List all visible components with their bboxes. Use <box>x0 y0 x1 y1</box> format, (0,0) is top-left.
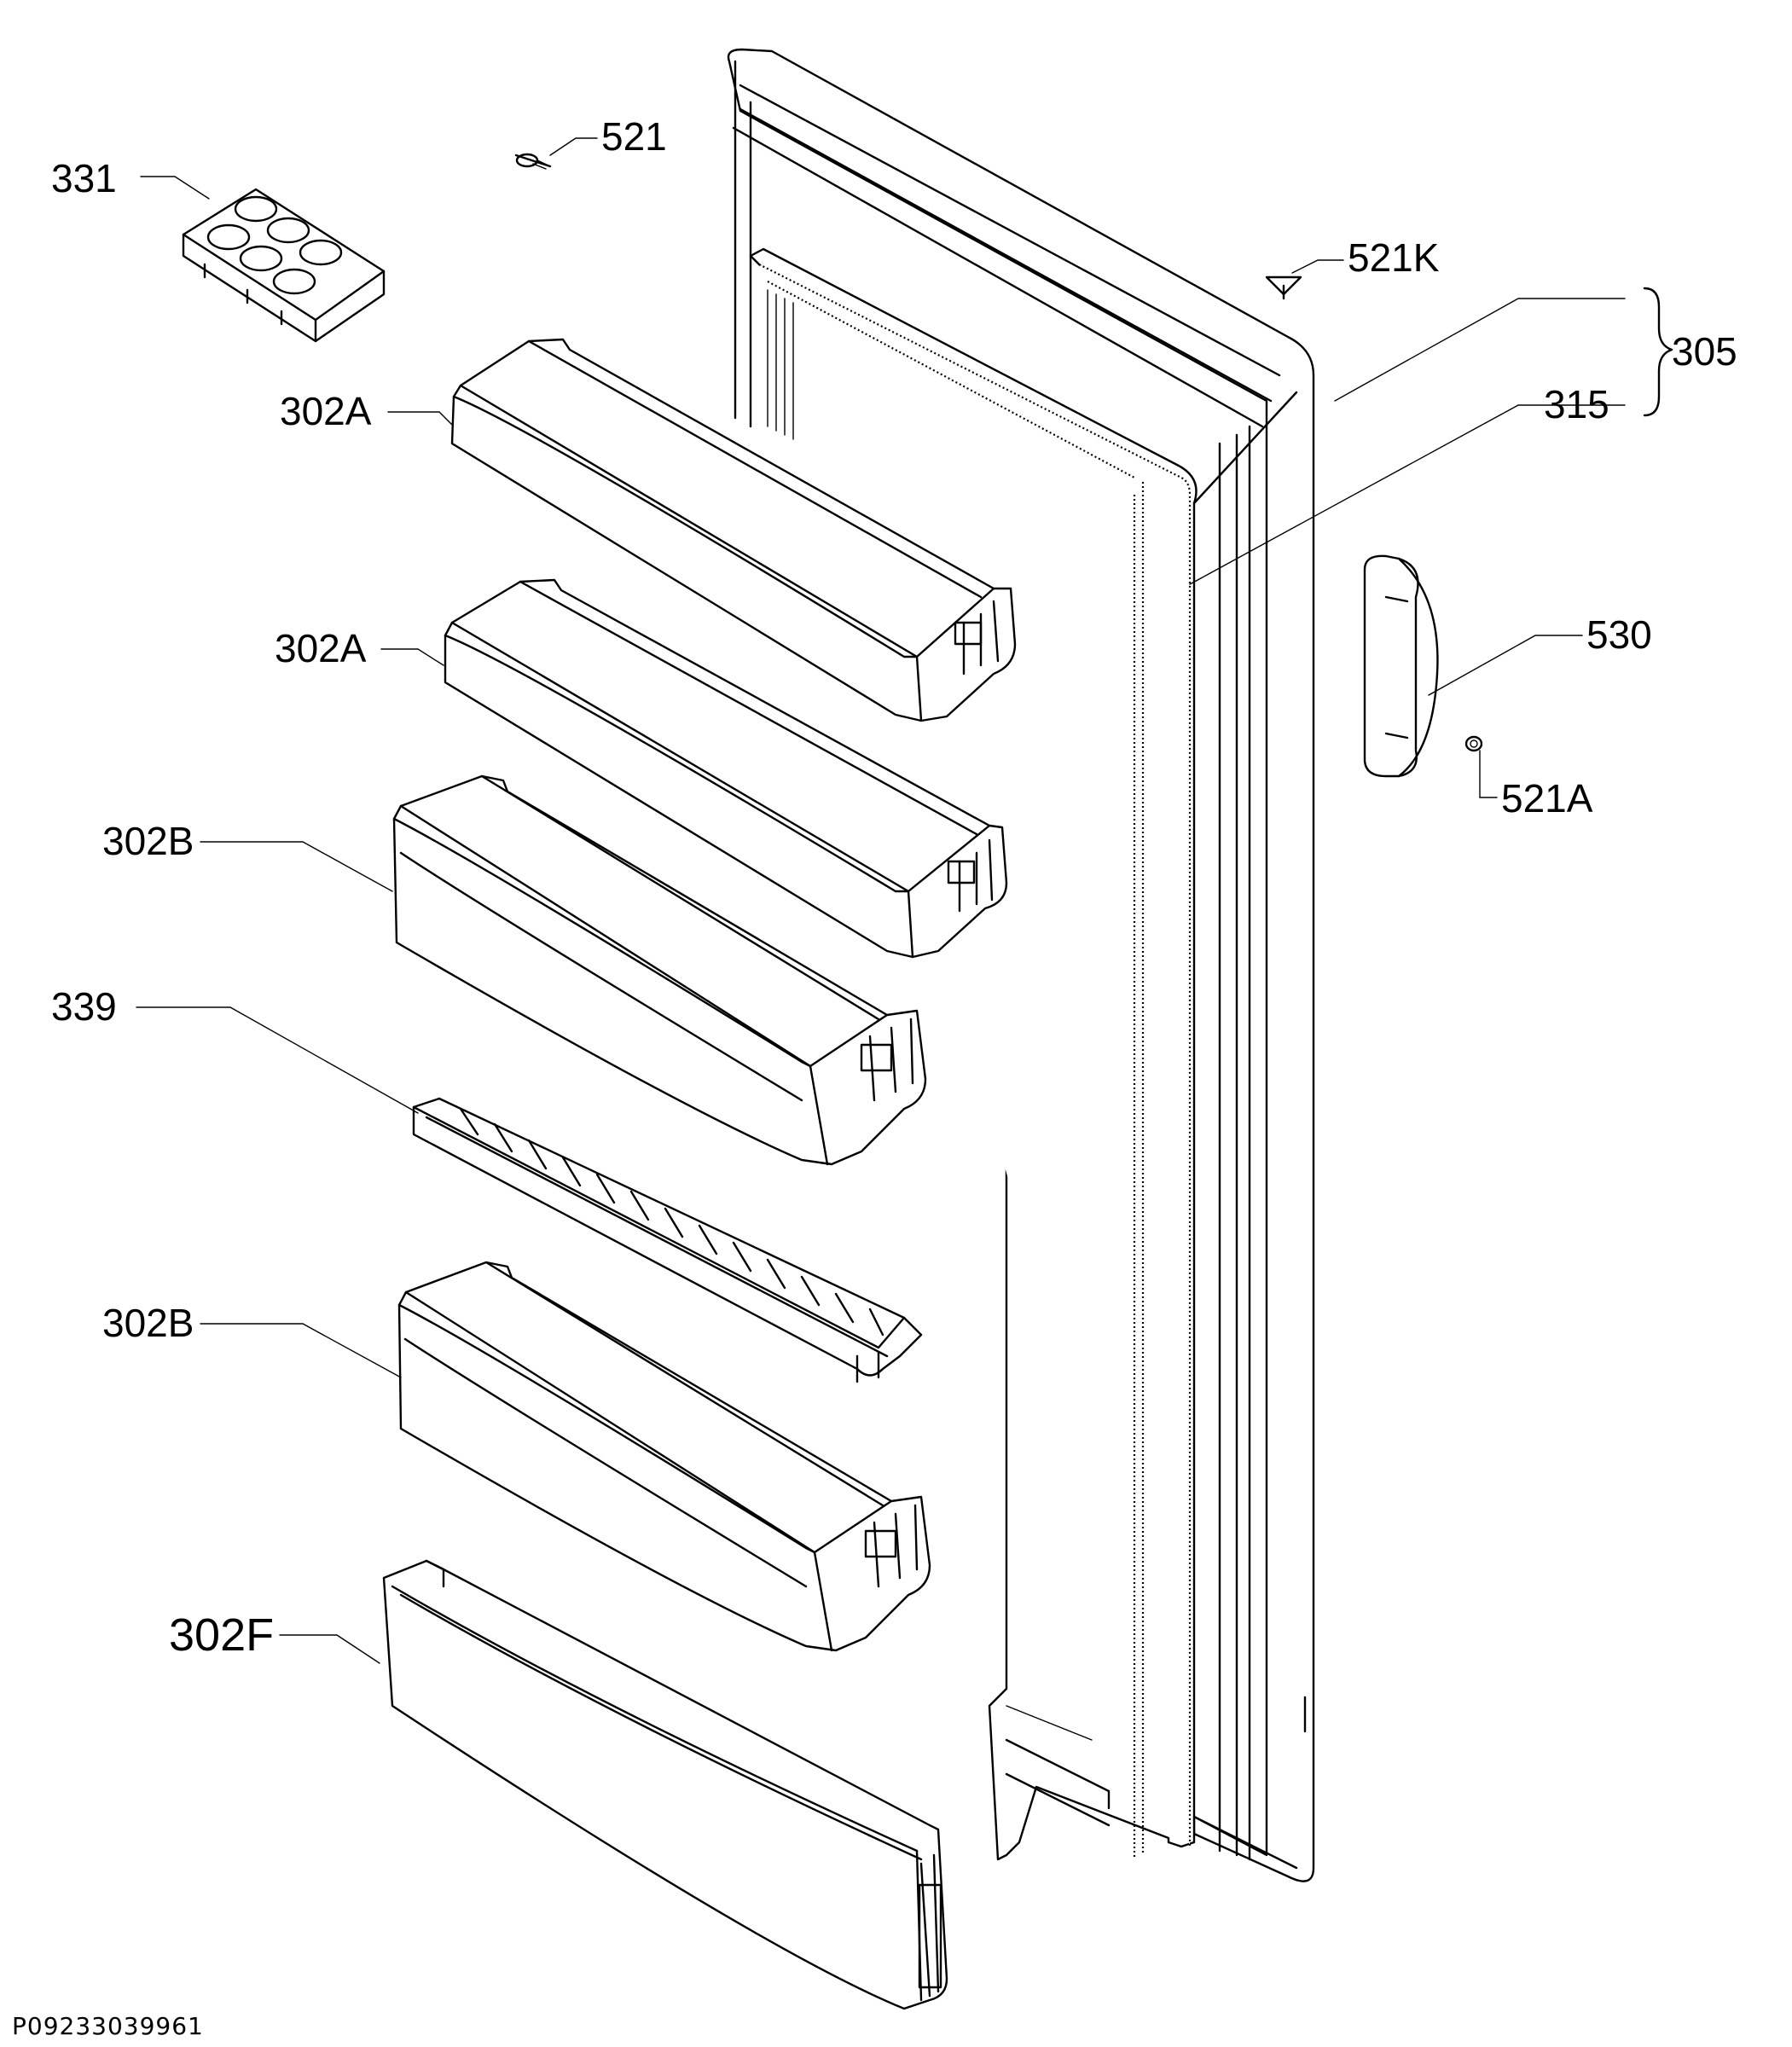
door-shelf-302f <box>382 1559 948 2010</box>
label-521: 521 <box>601 114 667 159</box>
plug-521a <box>1464 735 1483 752</box>
label-339: 339 <box>51 984 117 1029</box>
label-530: 530 <box>1586 612 1652 657</box>
door-outer-panel <box>727 48 1315 1882</box>
screw-521 <box>514 153 552 170</box>
label-302b-upper: 302B <box>102 819 194 863</box>
label-305: 305 <box>1672 329 1737 374</box>
label-331: 331 <box>51 156 117 200</box>
bottle-rack-339 <box>412 1097 923 1383</box>
label-302a-lower: 302A <box>275 626 367 670</box>
label-302f: 302F <box>169 1609 274 1661</box>
leader-lines <box>136 137 1673 1664</box>
screw-521k <box>1265 275 1302 300</box>
label-302b-lower: 302B <box>102 1301 194 1345</box>
drawing-code: P09233039961 <box>12 2012 204 2040</box>
door-shelf-302a-upper <box>450 338 1017 722</box>
label-521a: 521A <box>1501 776 1593 821</box>
label-315: 315 <box>1544 382 1609 426</box>
door-shelf-302b-lower <box>397 1261 931 1652</box>
door-handle <box>1363 554 1439 778</box>
label-302a-upper: 302A <box>280 389 372 433</box>
egg-tray <box>182 188 386 343</box>
part-labels: 331 521 521K 305 315 302A 302A 530 521A … <box>12 114 1737 2040</box>
door-shelf-302b-upper <box>392 774 927 1166</box>
label-521k: 521K <box>1348 235 1440 280</box>
door-shelf-302a-lower <box>444 578 1008 959</box>
